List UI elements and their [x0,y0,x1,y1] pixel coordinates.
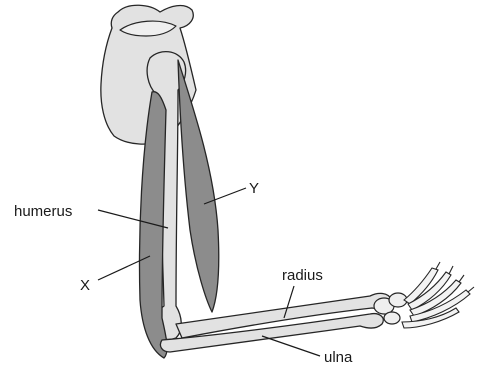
humerus-label: humerus [14,203,72,220]
hand-bones [374,262,474,328]
ulna-label: ulna [324,349,353,366]
forearm-bones [160,293,392,352]
y-label: Y [249,180,259,197]
ulna-leader-line [262,336,320,356]
x-label: X [80,277,90,294]
radius-label: radius [282,267,323,284]
muscle-y [178,60,219,312]
